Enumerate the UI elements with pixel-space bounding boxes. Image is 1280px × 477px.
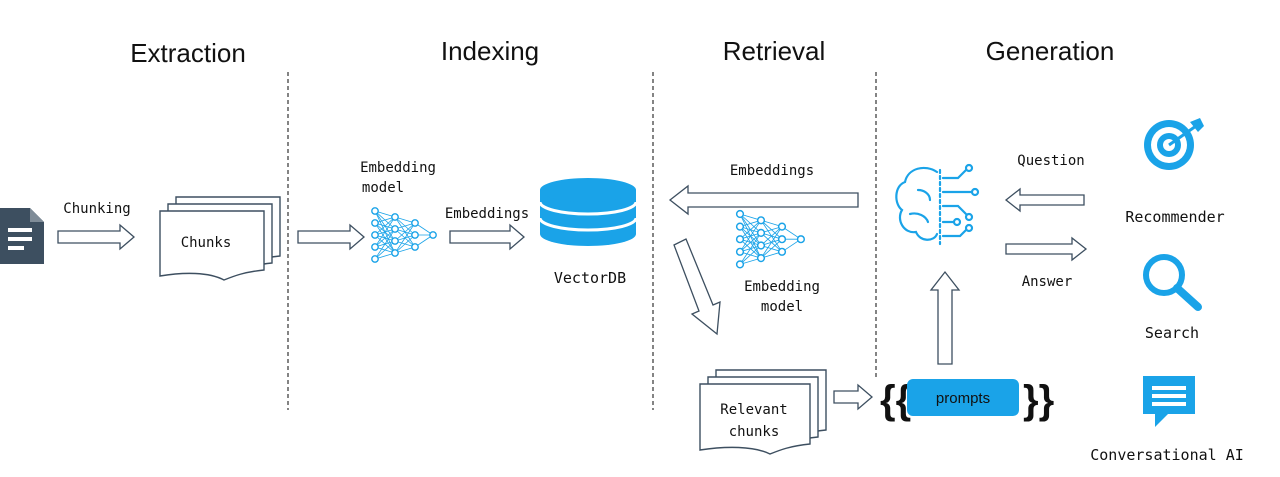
embeddings-label-indexing: Embeddings	[445, 206, 529, 222]
database-icon	[538, 178, 638, 246]
section-title-indexing: Indexing	[441, 36, 539, 66]
prompts-label: prompts	[936, 390, 990, 407]
relevant-chunks-label-line1: Relevant	[720, 402, 787, 418]
arrow-to-prompts	[833, 383, 873, 411]
embeddings-arrow-indexing	[449, 223, 525, 251]
conversational-ai-label: Conversational AI	[1090, 446, 1244, 464]
section-title-extraction: Extraction	[130, 38, 246, 68]
chunks-stack	[159, 196, 281, 281]
vectordb-label: VectorDB	[554, 269, 626, 287]
chunks-label: Chunks	[181, 235, 232, 251]
prompts-block: {{ prompts }}	[880, 378, 1054, 422]
brain-icon	[895, 163, 980, 246]
arrow-up-to-llm	[929, 270, 961, 365]
retrieve-arrow	[673, 238, 721, 336]
arrow-to-embedding-model	[297, 223, 365, 251]
open-brace-icon: {{	[880, 378, 911, 422]
search-label: Search	[1145, 324, 1199, 342]
embeddings-arrow-retrieval	[668, 184, 859, 216]
embedding-model-label-line2: model	[362, 180, 404, 196]
embeddings-label-retrieval: Embeddings	[730, 163, 814, 179]
relevant-chunks-label-line2: chunks	[729, 424, 780, 440]
document-icon	[0, 208, 44, 264]
question-label: Question	[1017, 153, 1084, 169]
embedding-model2-label-line2: model	[761, 299, 803, 315]
embedding-model2-label-line1: Embedding	[744, 279, 820, 295]
relevant-chunks-stack	[699, 369, 827, 455]
recommender-label: Recommender	[1125, 208, 1224, 226]
close-brace-icon: }}	[1023, 378, 1054, 422]
section-title-retrieval: Retrieval	[723, 36, 826, 66]
search-icon	[1143, 254, 1202, 311]
target-icon	[1144, 118, 1204, 170]
answer-arrow	[1005, 236, 1088, 262]
neural-network-icon-retrieval	[735, 209, 805, 269]
chat-icon	[1143, 376, 1195, 427]
chunking-arrow	[57, 223, 135, 251]
chunking-label: Chunking	[63, 201, 130, 217]
section-title-generation: Generation	[986, 36, 1115, 66]
question-arrow	[1004, 187, 1085, 213]
embedding-model-label-line1: Embedding	[360, 160, 436, 176]
answer-label: Answer	[1022, 274, 1073, 290]
neural-network-icon	[371, 207, 437, 263]
